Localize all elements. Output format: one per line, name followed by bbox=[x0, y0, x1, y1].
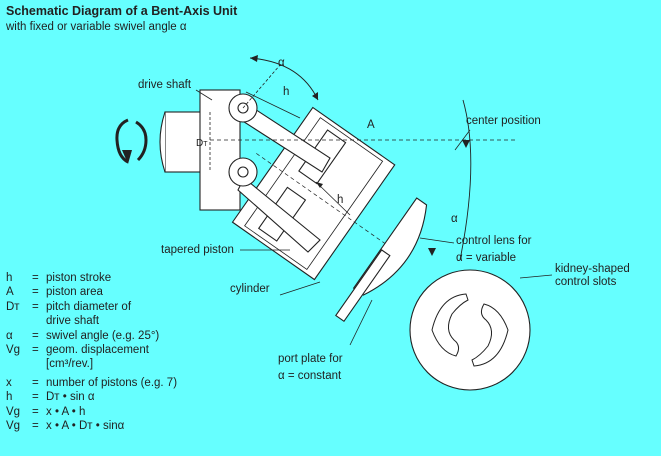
legend-row: [cm³/rev.] bbox=[46, 358, 94, 371]
legend-row: x=number of pistons (e.g. 7) bbox=[6, 376, 178, 389]
label-tapered-piston: tapered piston bbox=[161, 244, 234, 256]
label-alpha-top: α bbox=[278, 57, 285, 69]
kidney-slot-left bbox=[431, 293, 469, 357]
legend-row: h=piston stroke bbox=[6, 272, 112, 284]
legend-row: Dᴛ=pitch diameter of bbox=[6, 300, 132, 313]
diagram-title: Schematic Diagram of a Bent-Axis Unit bbox=[6, 4, 238, 18]
label-h-mid: h bbox=[337, 194, 344, 206]
label-h-top: h bbox=[283, 86, 290, 98]
swivel-angle-arc-right bbox=[459, 99, 472, 261]
legend-row: A=piston area bbox=[6, 286, 103, 299]
label-drive-shaft: drive shaft bbox=[138, 79, 192, 91]
label-center-position: center position bbox=[466, 115, 541, 127]
label-port-plate: port plate for bbox=[278, 353, 343, 365]
drive-shaft bbox=[159, 89, 241, 211]
kidney-slot-right bbox=[471, 303, 509, 367]
kidney-port-plate bbox=[409, 269, 531, 391]
legend-row: Vg=x • A • Dᴛ • sinα bbox=[6, 420, 125, 433]
rotation-arrow bbox=[115, 118, 129, 164]
diagram-subtitle: with fixed or variable swivel angle α bbox=[6, 21, 187, 33]
legend-row: h=Dᴛ • sin α bbox=[6, 391, 95, 404]
legend-row: drive shaft bbox=[46, 315, 100, 328]
label-kidney-slots: kidney-shaped bbox=[555, 263, 630, 275]
label-a-marker: A bbox=[367, 119, 375, 131]
label-control-lens: control lens for bbox=[456, 235, 532, 247]
legend-row: Vg=geom. displacement bbox=[6, 344, 149, 357]
label-dt: DT bbox=[196, 138, 208, 149]
label-control-lens-variable: α = variable bbox=[456, 252, 517, 264]
legend-row: Vg=x • A • h bbox=[6, 405, 86, 418]
label-cylinder: cylinder bbox=[230, 283, 270, 295]
label-control-slots: control slots bbox=[555, 276, 617, 288]
legend-row: α=swivel angle (e.g. 25°) bbox=[6, 329, 160, 342]
label-port-plate-constant: α = constant bbox=[278, 370, 342, 382]
port-plate bbox=[335, 249, 391, 322]
swivel-angle-arc-top bbox=[249, 57, 319, 101]
label-alpha-right: α bbox=[451, 213, 458, 225]
legend: h=piston stroke A=piston area Dᴛ=pitch d… bbox=[6, 271, 236, 433]
